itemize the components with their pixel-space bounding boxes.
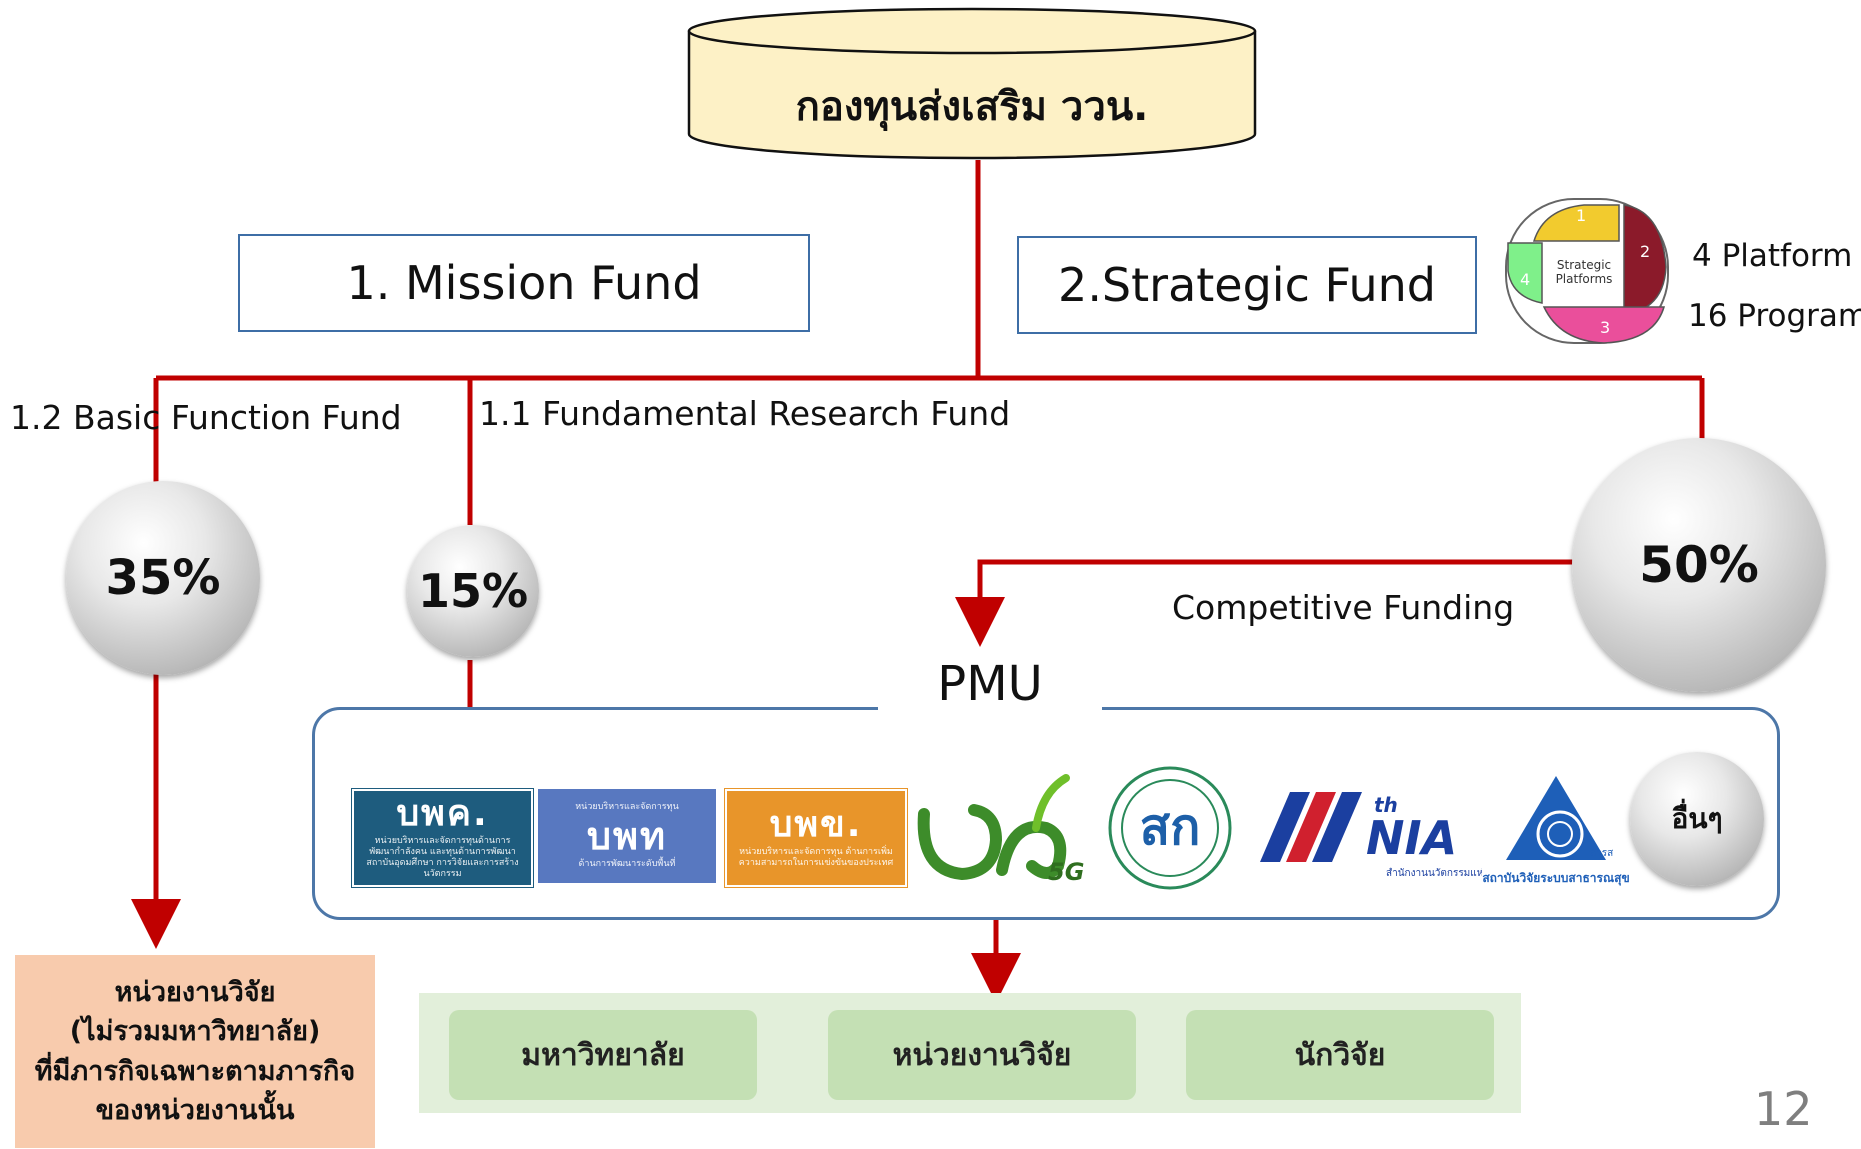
logo-nia-caption: สำนักงานนวัตกรรมแห่งชาติ	[1386, 868, 1482, 879]
mission-fund-box: 1. Mission Fund	[238, 234, 810, 332]
wheel-center-label-1: Strategic	[1557, 258, 1611, 272]
recipient-researcher: นักวิจัย	[1186, 1010, 1494, 1100]
pct-circle-fundamental: 15%	[407, 525, 539, 657]
program-count-text: 16 Program	[1688, 298, 1861, 334]
platform-segment-3	[1542, 306, 1666, 344]
logo-hsri: สวรส สถาบันวิจัยระบบสาธารณสุข	[1482, 776, 1630, 886]
recipient-university: มหาวิทยาลัย	[449, 1010, 757, 1100]
wheel-center-label-2: Platforms	[1556, 272, 1613, 286]
page-number: 12	[1754, 1082, 1813, 1136]
research-unit-line-4: ของหน่วยงานนั้น	[95, 1094, 295, 1126]
others-circle: อื่นๆ	[1630, 752, 1764, 886]
logo-bkh: บพข. หน่วยบริหารและจัดการทุน ด้านการเพิ่…	[725, 789, 907, 887]
top-fund-title: กองทุนส่งเสริม ววน.	[795, 84, 1149, 130]
segment-3-label: 3	[1600, 318, 1610, 337]
logo-bpk-caption: หน่วยบริหารและจัดการทุนด้านการพัฒนากำลัง…	[366, 836, 519, 879]
logo-bkh-caption: หน่วยบริหารและจัดการทุน ด้านการเพิ่มความ…	[738, 847, 894, 868]
logo-vch: 5G	[917, 774, 1084, 886]
research-unit-line-1: หน่วยงานวิจัย	[114, 977, 276, 1009]
pct-circle-basic: 35%	[66, 481, 260, 675]
competitive-funding-label: Competitive Funding	[1172, 588, 1515, 627]
logo-bpk: บพค. หน่วยบริหารและจัดการทุนด้านการพัฒนา…	[352, 789, 533, 887]
research-unit-line-2: (ไม่รวมมหาวิทยาลัย)	[69, 1016, 321, 1048]
logo-sok-letters: สก	[1140, 798, 1201, 856]
logo-bpt-top: หน่วยบริหารและจัดการทุน	[575, 802, 679, 813]
pct-circle-strategic: 50%	[1572, 438, 1826, 692]
platform-count-text: 4 Platform	[1692, 238, 1853, 274]
strategic-fund-box: 2.Strategic Fund	[1017, 236, 1477, 334]
strategic-platforms-wheel: 1 2 3 4 Strategic Platforms	[1505, 198, 1669, 344]
logo-vch-suffix: 5G	[1048, 858, 1084, 886]
logo-sok: สก	[1108, 766, 1232, 890]
logo-bpt: หน่วยบริหารและจัดการทุน บพท ด้านการพัฒนา…	[538, 789, 716, 883]
logo-bpt-name: บพท	[586, 814, 668, 858]
fundamental-research-label: 1.1 Fundamental Research Fund	[479, 394, 1011, 433]
recipient-research-unit: หน่วยงานวิจัย	[828, 1010, 1136, 1100]
fund-cylinder	[687, 7, 1257, 160]
logo-hsri-caption: สถาบันวิจัยระบบสาธารณสุข	[1482, 871, 1629, 886]
research-unit-line-3: ที่มีภารกิจเฉพาะตามภารกิจ	[34, 1055, 356, 1087]
segment-4-label: 4	[1520, 270, 1530, 289]
pmu-title: PMU	[878, 652, 1102, 716]
logo-bpt-caption: ด้านการพัฒนาระดับพื้นที่	[578, 859, 676, 869]
basic-function-label: 1.2 Basic Function Fund	[10, 398, 402, 437]
platform-segment-4	[1507, 242, 1543, 304]
competitive-arrow	[955, 559, 1575, 647]
platform-segment-1	[1532, 204, 1620, 242]
svg-text:NIA: NIA	[1366, 811, 1457, 865]
segment-2-label: 2	[1640, 242, 1650, 261]
segment-1-label: 1	[1576, 206, 1586, 225]
logo-nia-th: th	[1374, 793, 1398, 817]
logo-nia: th NIA สำนักงานนวัตกรรมแห่งชาติ	[1260, 792, 1482, 879]
logo-hsri-mark: สวรส	[1590, 848, 1613, 859]
logo-bpk-name: บพค.	[396, 793, 489, 835]
research-unit-box: หน่วยงานวิจัย (ไม่รวมมหาวิทยาลัย) ที่มีภ…	[15, 955, 375, 1148]
logo-bkh-name: บพข.	[769, 804, 863, 846]
